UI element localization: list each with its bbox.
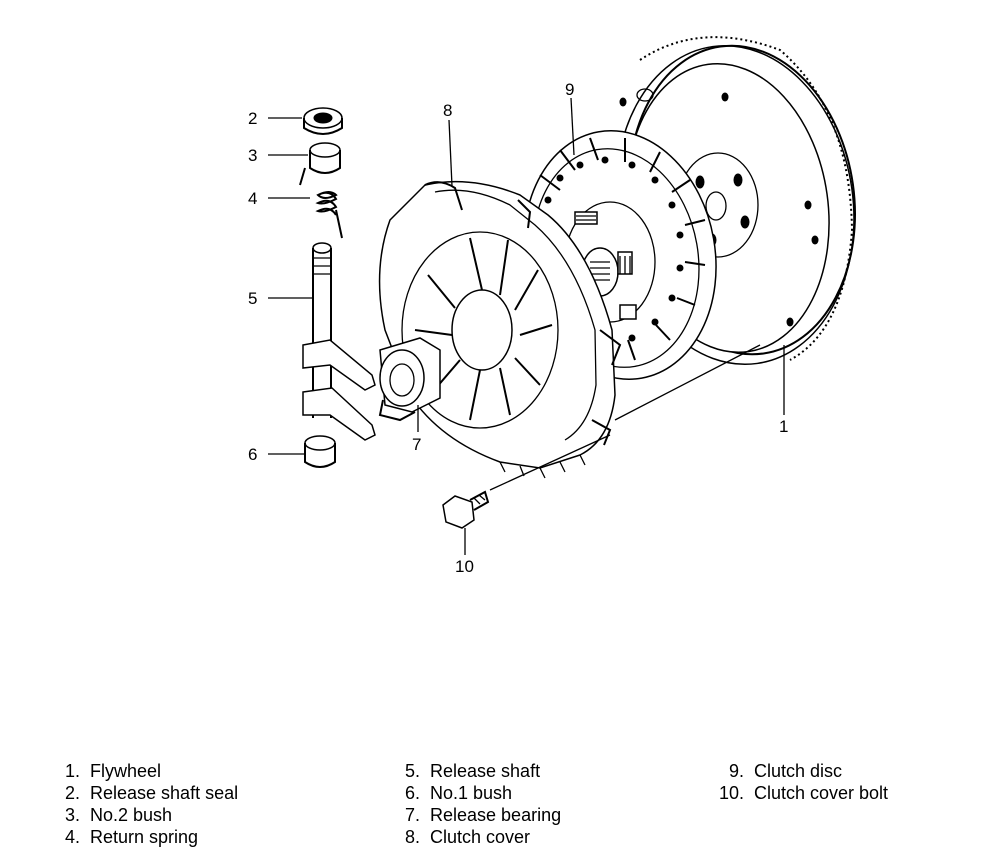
- callout-4: 4: [248, 189, 257, 208]
- legend-label: Clutch cover bolt: [754, 783, 889, 803]
- legend-label: Clutch cover: [430, 827, 531, 847]
- legend-label: No.2 bush: [90, 805, 173, 825]
- legend-item-return-spring: 4.Return spring: [64, 827, 199, 847]
- no1-bush: [304, 435, 336, 468]
- callout-7: 7: [412, 435, 421, 454]
- return-spring: [299, 167, 343, 239]
- legend-label: Release bearing: [430, 805, 562, 825]
- release-shaft-seal: [303, 107, 343, 135]
- legend-label: No.1 bush: [430, 783, 513, 803]
- legend-item-clutch-cover-bolt: 10.Clutch cover bolt: [718, 783, 889, 803]
- callout-5: 5: [248, 289, 257, 308]
- legend-item-release-shaft-seal: 2.Release shaft seal: [64, 783, 239, 803]
- clutch-exploded-diagram: 1 2 3 4 5 6 7 8 9 10: [248, 36, 856, 576]
- legend-item-no2-bush: 3.No.2 bush: [64, 805, 173, 825]
- leader-lines: [268, 97, 785, 555]
- legend-label: Flywheel: [90, 761, 162, 781]
- legend-item-release-bearing: 7.Release bearing: [404, 805, 562, 825]
- callout-6: 6: [248, 445, 257, 464]
- legend-item-no1-bush: 6.No.1 bush: [404, 783, 513, 803]
- clutch-cover-bolt: [442, 490, 490, 529]
- legend-column-3: 9.Clutch disc 10.Clutch cover bolt: [716, 760, 888, 804]
- legend-label: Return spring: [90, 827, 199, 847]
- callout-9: 9: [565, 80, 574, 99]
- callout-2: 2: [248, 109, 257, 128]
- legend-item-release-shaft: 5.Release shaft: [404, 761, 541, 781]
- legend-label: Release shaft seal: [90, 783, 239, 803]
- callout-3: 3: [248, 146, 257, 165]
- no2-bush: [309, 142, 341, 174]
- legend-item-clutch-cover: 8.Clutch cover: [404, 827, 531, 847]
- legend-column-1: 1.Flywheel 2.Release shaft seal 3.No.2 b…: [52, 760, 238, 848]
- callout-1: 1: [779, 417, 788, 436]
- legend-item-flywheel: 1.Flywheel: [64, 761, 162, 781]
- legend-item-clutch-disc: 9.Clutch disc: [728, 761, 843, 781]
- callout-8: 8: [443, 101, 452, 120]
- legend-label: Clutch disc: [754, 761, 843, 781]
- legend-column-2: 5.Release shaft 6.No.1 bush 7.Release be…: [392, 760, 561, 848]
- legend-label: Release shaft: [430, 761, 541, 781]
- release-shaft: [302, 242, 376, 441]
- release-bearing: [378, 337, 441, 422]
- callout-10: 10: [455, 557, 474, 576]
